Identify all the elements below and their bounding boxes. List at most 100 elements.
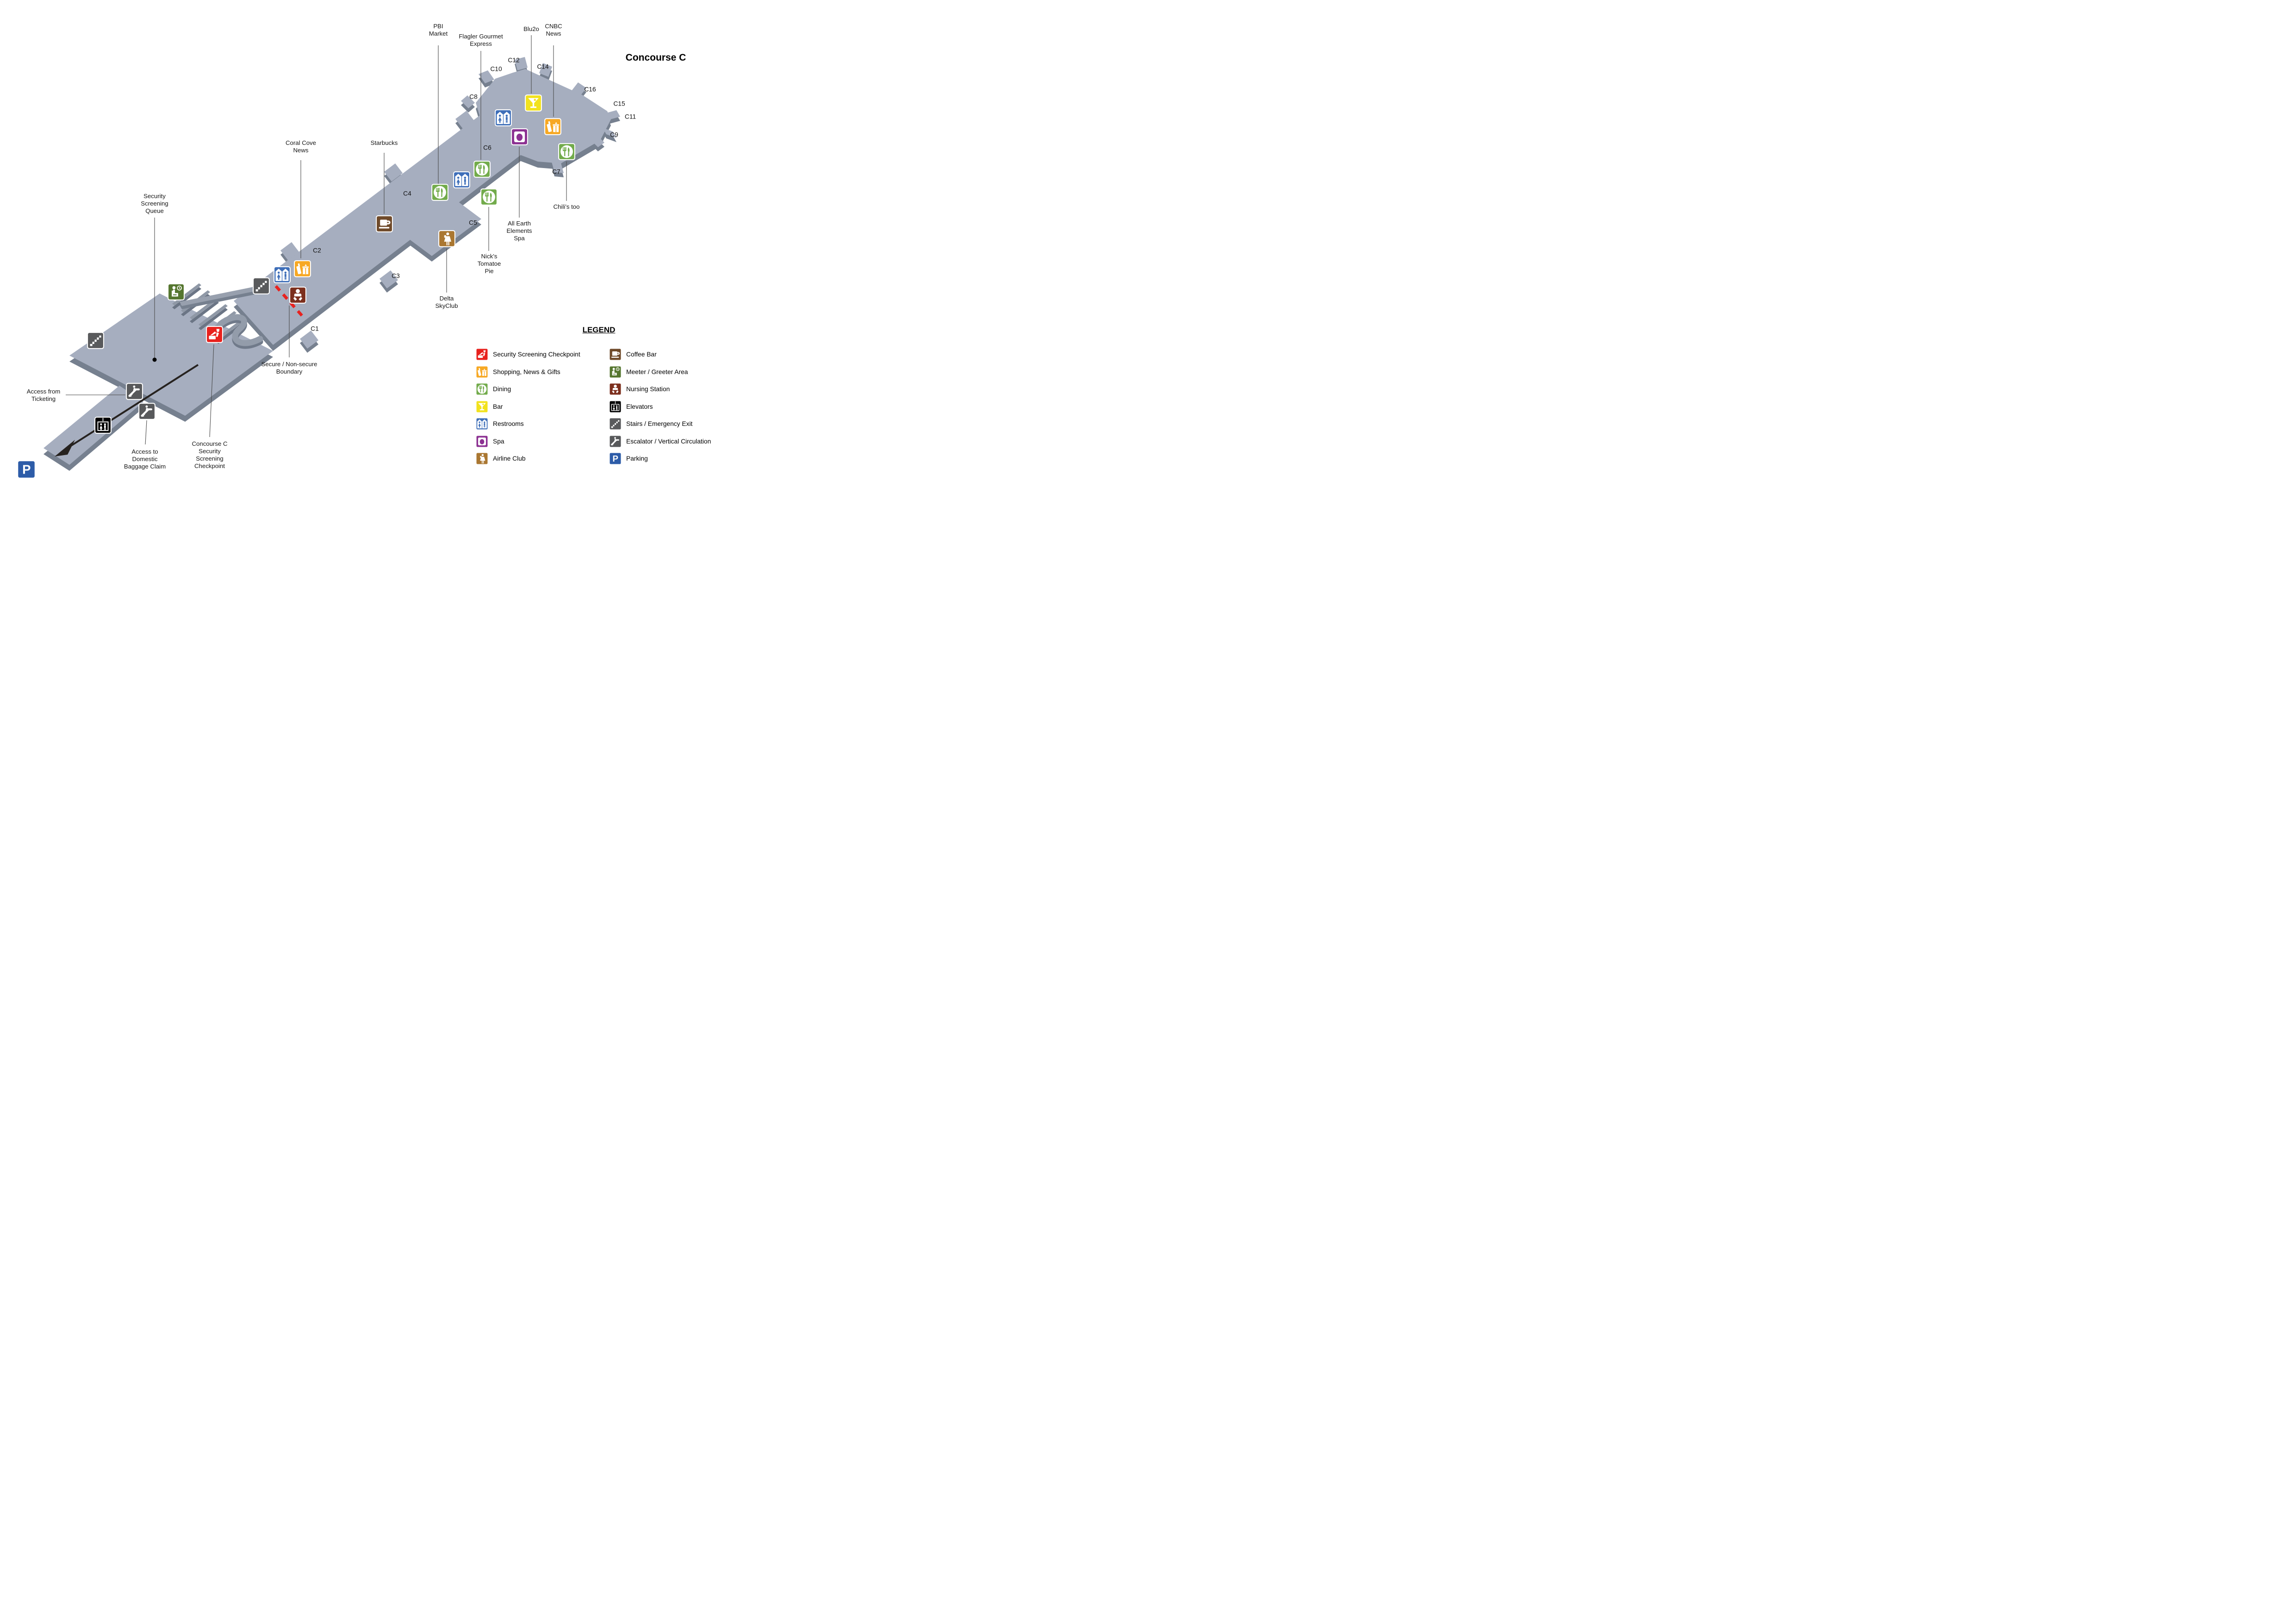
security-checkpoint-icon	[205, 325, 223, 343]
legend-row-shopping: Shopping, News & Gifts	[476, 363, 609, 381]
shopping-icon	[476, 365, 488, 378]
legend-row-security-checkpoint: Security Screening Checkpoint	[476, 346, 609, 363]
meeter-icon	[609, 365, 622, 378]
shopping-icon	[293, 260, 311, 277]
legend-label: Elevators	[626, 403, 653, 410]
legend-row-bar: Bar	[476, 398, 609, 416]
legend-row-airline-club: Airline Club	[476, 450, 609, 468]
spa-icon	[476, 435, 488, 448]
legend-row-parking: P Parking	[609, 450, 722, 468]
chilis-too-label: Chili’s too	[553, 203, 580, 210]
dining-icon	[480, 188, 498, 206]
shopping-icon	[544, 118, 561, 135]
starbucks-label: Starbucks	[370, 139, 398, 146]
secure-boundary-label: Secure / Non-secure Boundary	[261, 361, 317, 375]
escalator-icon	[125, 382, 143, 400]
bar-icon	[524, 94, 542, 112]
stairs-icon	[87, 331, 104, 349]
dining-icon	[476, 383, 488, 396]
stairs-icon	[252, 277, 270, 294]
elevator-icon	[94, 416, 112, 434]
stairs-icon	[609, 418, 622, 431]
dining-icon	[431, 183, 448, 201]
gate-label-c16: C16	[584, 86, 596, 93]
legend-label: Restrooms	[493, 420, 524, 428]
gate-label-c1: C1	[311, 325, 319, 332]
gate-label-c12: C12	[508, 56, 520, 64]
gate-label-c15: C15	[613, 100, 625, 107]
meeter-icon	[167, 283, 185, 300]
dining-icon	[558, 143, 575, 160]
nursing-icon	[289, 286, 306, 304]
airline-club-icon	[476, 452, 488, 465]
legend-label: Shopping, News & Gifts	[493, 368, 560, 375]
concourse-c-checkpoint-label: Concourse C Security Screening Checkpoin…	[192, 440, 228, 470]
pbi-market-label: PBI Market	[429, 23, 448, 37]
gate-label-c11: C11	[624, 113, 636, 120]
cnbc-news-label: CNBC News	[545, 23, 562, 37]
security-checkpoint-icon	[476, 348, 488, 361]
legend-row-spa: Spa	[476, 433, 609, 450]
all-earth-elements-spa-label: All Earth Elements Spa	[506, 220, 532, 242]
legend-label: Security Screening Checkpoint	[493, 351, 580, 358]
escalator-icon	[609, 435, 622, 448]
legend-row-dining: Dining	[476, 381, 609, 398]
legend-label: Parking	[626, 455, 648, 462]
legend-row-elevator: Elevators	[609, 398, 722, 416]
legend-label: Nursing Station	[626, 386, 670, 393]
blu2o-label: Blu2o	[523, 25, 539, 32]
gate-label-c8: C8	[469, 93, 478, 100]
legend-label: Airline Club	[493, 455, 526, 462]
svg-text:P: P	[22, 462, 31, 477]
dining-icon	[473, 160, 491, 178]
nicks-tomatoe-pie-label: Nick’s Tomatoe Pie	[477, 253, 501, 275]
gate-label-c6: C6	[483, 144, 492, 151]
bar-icon	[476, 400, 488, 413]
gate-label-c10: C10	[490, 65, 502, 73]
legend-label: Stairs / Emergency Exit	[626, 420, 693, 428]
gate-label-c4: C4	[403, 190, 411, 197]
airline-club-icon	[438, 230, 455, 247]
parking-icon: P	[17, 460, 36, 479]
svg-text:P: P	[613, 454, 618, 463]
gate-label-c14: C14	[537, 63, 549, 70]
parking-icon: P	[609, 452, 622, 465]
gate-label-c3: C3	[392, 272, 400, 280]
restrooms-icon	[453, 171, 470, 188]
elevator-icon	[609, 400, 622, 413]
escalator-icon	[138, 402, 156, 420]
delta-skyclub-label: Delta SkyClub	[435, 295, 458, 310]
page-title: Concourse C	[625, 52, 686, 63]
access-from-ticketing-label: Access from Ticketing	[26, 388, 61, 403]
gate-label-c7: C7	[552, 168, 560, 175]
legend-label: Escalator / Vertical Circulation	[626, 437, 711, 445]
legend-label: Meeter / Greeter Area	[626, 368, 688, 375]
legend-row-coffee: Coffee Bar	[609, 346, 722, 363]
security-screening-queue-label: Security Screening Queue	[141, 193, 168, 215]
legend-row-restrooms: Restrooms	[476, 415, 609, 433]
legend-label: Bar	[493, 403, 503, 410]
restrooms-icon	[476, 418, 488, 431]
coffee-icon	[609, 348, 622, 361]
legend-row-escalator: Escalator / Vertical Circulation	[609, 433, 722, 450]
legend-row-nursing: Nursing Station	[609, 381, 722, 398]
restrooms-icon	[494, 109, 512, 126]
legend-row-stairs: Stairs / Emergency Exit	[609, 415, 722, 433]
access-to-baggage-label: Access to Domestic Baggage Claim	[124, 448, 166, 470]
legend-label: Dining	[493, 386, 511, 393]
legend-row-meeter: Meeter / Greeter Area	[609, 363, 722, 381]
coffee-icon	[375, 215, 393, 232]
legend-label: Spa	[493, 437, 504, 445]
legend-label: Coffee Bar	[626, 351, 657, 358]
gate-label-c9: C9	[610, 131, 618, 138]
restrooms-icon	[273, 266, 291, 283]
gate-label-c5: C5	[469, 219, 477, 226]
coral-cove-news-label: Coral Cove News	[286, 139, 316, 154]
gate-label-c2: C2	[313, 247, 321, 254]
queue-location-dot	[152, 357, 157, 362]
